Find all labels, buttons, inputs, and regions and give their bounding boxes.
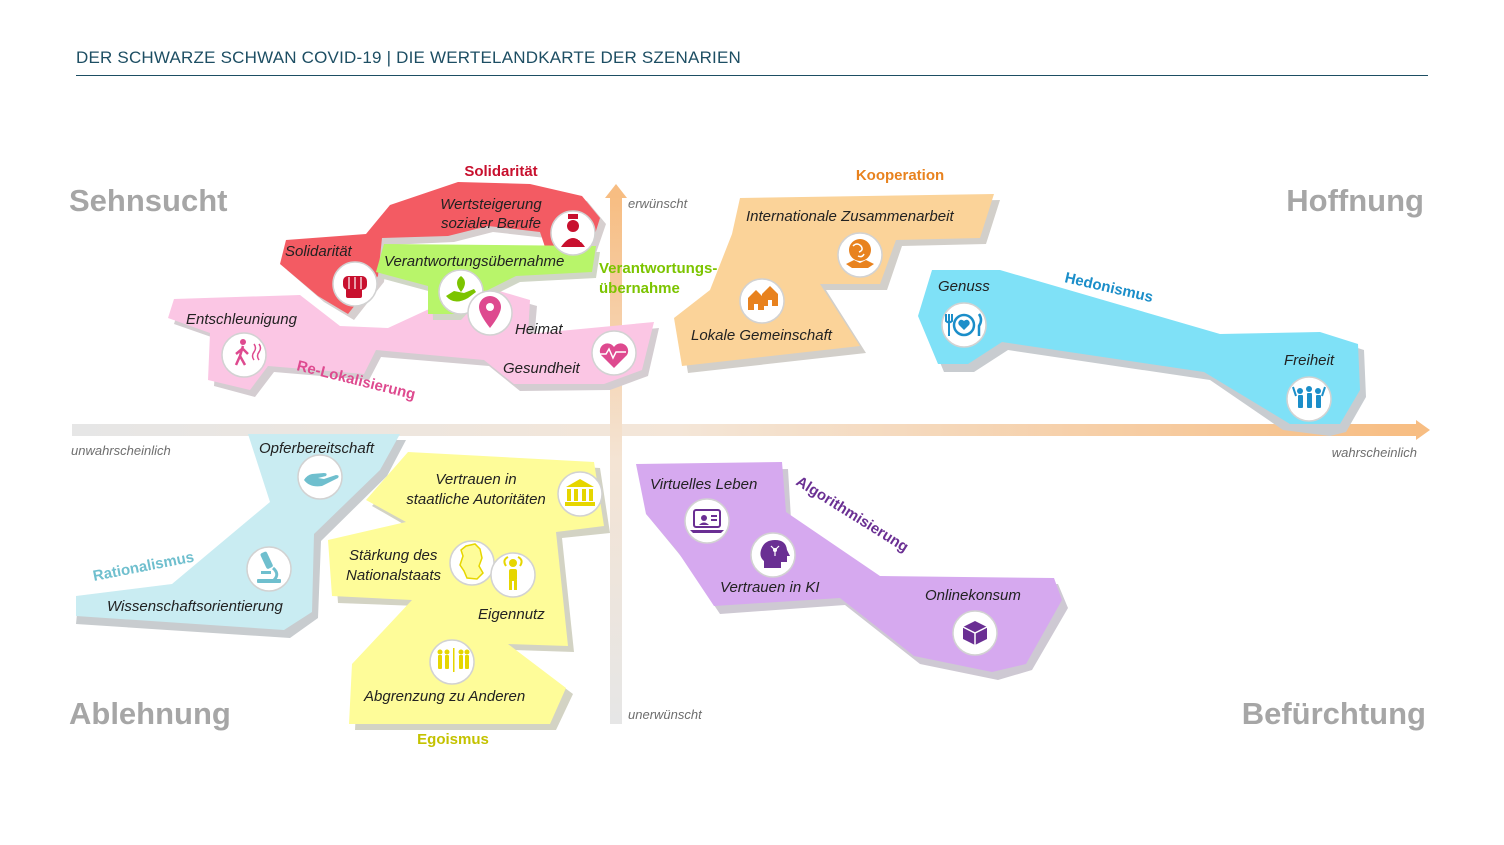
- separated-people-icon: [429, 639, 475, 685]
- axis-label-bottom: unerwünscht: [628, 707, 703, 722]
- value-internationale-zusammenarbeit: Internationale Zusammenarbeit: [746, 208, 954, 225]
- shape-verantwortung-face: [376, 244, 596, 314]
- plate-cutlery-icon: [941, 302, 987, 348]
- globe-handshake-icon: [837, 232, 883, 278]
- value-staerkung-line1: Stärkung des: [349, 547, 438, 564]
- shape-egoismus: [328, 452, 610, 730]
- value-virtuelles-leben: Virtuelles Leben: [650, 476, 757, 493]
- corner-label-hoffnung: Hoffnung: [1286, 183, 1424, 218]
- value-solidaritaet: Solidarität: [285, 243, 353, 260]
- value-verantwortungsuebernahme: Verantwortungsübernahme: [384, 253, 564, 270]
- microscope-icon: [246, 546, 292, 592]
- value-lokale-gemeinschaft: Lokale Gemeinschaft: [691, 327, 833, 344]
- page-title: DER SCHWARZE SCHWAN COVID-19 | DIE WERTE…: [76, 48, 741, 67]
- corner-label-sehnsucht: Sehnsucht: [69, 183, 227, 218]
- government-building-icon: [557, 471, 603, 517]
- shape-relokalisierung-face: [168, 290, 654, 390]
- shape-egoismus-face: [328, 452, 604, 724]
- shape-relokalisierung: [168, 290, 659, 397]
- person-icon: [490, 552, 536, 598]
- walking-person-icon: [221, 332, 267, 378]
- shape-algorithmisierung-face: [636, 462, 1062, 672]
- group-label-verantwortung-line2: übernahme: [599, 280, 680, 297]
- group-label-verantwortung-line1: Verantwortungs-: [599, 260, 717, 277]
- value-vertrauen-ki: Vertrauen in KI: [720, 579, 820, 596]
- corner-label-befuerchtung: Befürchtung: [1242, 696, 1426, 731]
- shape-hedonismus: [918, 270, 1366, 436]
- axis-label-top: erwünscht: [628, 196, 689, 211]
- shape-hedonismus-face: [918, 270, 1360, 424]
- shape-algorithmisierung: [636, 462, 1068, 680]
- shape-kooperation: [674, 194, 1000, 373]
- axis-label-right: wahrscheinlich: [1332, 445, 1417, 460]
- value-onlinekonsum: Onlinekonsum: [925, 587, 1021, 604]
- axis-label-left: unwahrscheinlich: [71, 443, 171, 458]
- value-wertsteigerung-line1: Wertsteigerung: [440, 196, 542, 213]
- x-axis-arrowhead: [1416, 420, 1430, 440]
- y-axis-arrowhead: [605, 184, 627, 198]
- value-genuss: Genuss: [938, 278, 990, 295]
- shape-kooperation-face: [674, 194, 994, 366]
- value-vertrauen-staat-line1: Vertrauen in: [435, 471, 516, 488]
- value-staerkung-line2: Nationalstaats: [346, 567, 442, 584]
- value-gesundheit: Gesundheit: [503, 360, 581, 377]
- heartbeat-icon: [591, 330, 637, 376]
- group-label-egoismus: Egoismus: [417, 731, 489, 748]
- value-wissenschaftsorientierung: Wissenschaftsorientierung: [107, 598, 283, 615]
- location-pin-icon: [467, 290, 513, 336]
- value-abgrenzung: Abgrenzung zu Anderen: [363, 688, 525, 705]
- value-heimat: Heimat: [515, 321, 563, 338]
- title-underline: [76, 75, 1428, 76]
- people-celebrating-icon: [1286, 376, 1332, 422]
- shape-verantwortung: [376, 244, 600, 320]
- group-label-kooperation: Kooperation: [856, 167, 944, 184]
- value-freiheit: Freiheit: [1284, 352, 1335, 369]
- value-wertsteigerung-line2: sozialer Berufe: [441, 215, 541, 232]
- value-opferbereitschaft: Opferbereitschaft: [259, 440, 375, 457]
- corner-label-ablehnung: Ablehnung: [69, 696, 231, 731]
- houses-icon: [739, 278, 785, 324]
- laptop-video-icon: [684, 498, 730, 544]
- germany-map-icon: [449, 540, 495, 586]
- raised-fist-icon: [332, 261, 378, 307]
- package-box-icon: [952, 610, 998, 656]
- group-label-solidaritaet: Solidarität: [464, 163, 537, 180]
- value-eigennutz: Eigennutz: [478, 606, 545, 623]
- ai-head-icon: [750, 532, 796, 578]
- open-hand-icon: [297, 454, 343, 500]
- nurse-icon: [550, 210, 596, 256]
- value-vertrauen-staat-line2: staatliche Autoritäten: [406, 491, 546, 508]
- x-axis-line: [72, 424, 1418, 436]
- value-entschleunigung: Entschleunigung: [186, 311, 298, 328]
- icon-layer: [221, 210, 1332, 685]
